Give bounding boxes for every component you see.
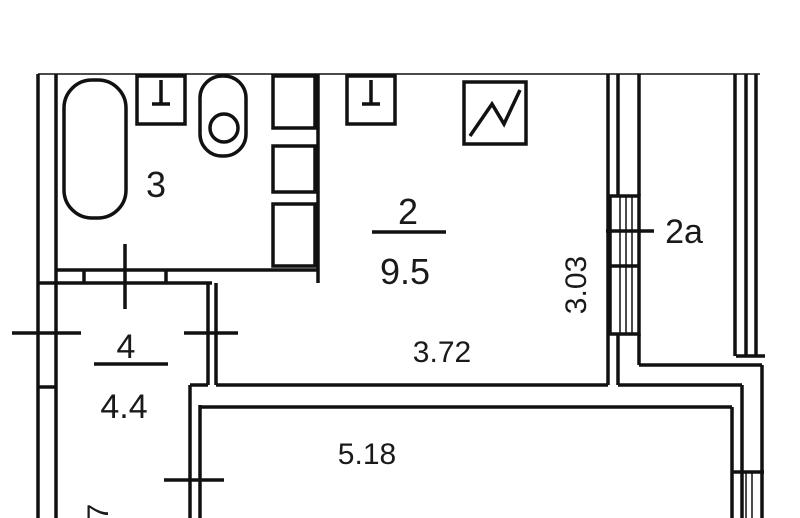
bathtub-icon (62, 78, 128, 220)
sink-icon (135, 74, 187, 126)
toilet-icon (198, 74, 248, 158)
room-3-number: 3 (146, 164, 166, 205)
window (608, 194, 641, 336)
lower-room-width-dimension: 5.18 (338, 438, 396, 471)
sink-icon (345, 74, 397, 126)
room-2-number: 2 (398, 191, 418, 232)
partial-dimension: 7 (82, 504, 115, 518)
room-2-area: 9.5 (380, 251, 430, 292)
room-2-depth-dimension: 3.03 (560, 256, 593, 314)
balcony-wall (733, 74, 765, 358)
room-2-width-dimension: 3.72 (413, 336, 471, 369)
bathroom-wall (38, 74, 320, 285)
door-marks (12, 229, 654, 482)
room-4-number: 4 (117, 328, 136, 366)
left-wall (36, 74, 58, 518)
room-4-area: 4.4 (100, 388, 147, 426)
lower-room-walls (188, 383, 764, 518)
stove-icon (462, 80, 528, 146)
cabinet-icon (271, 74, 317, 268)
room2-walls (206, 74, 764, 518)
room-2a-number: 2a (665, 213, 703, 251)
